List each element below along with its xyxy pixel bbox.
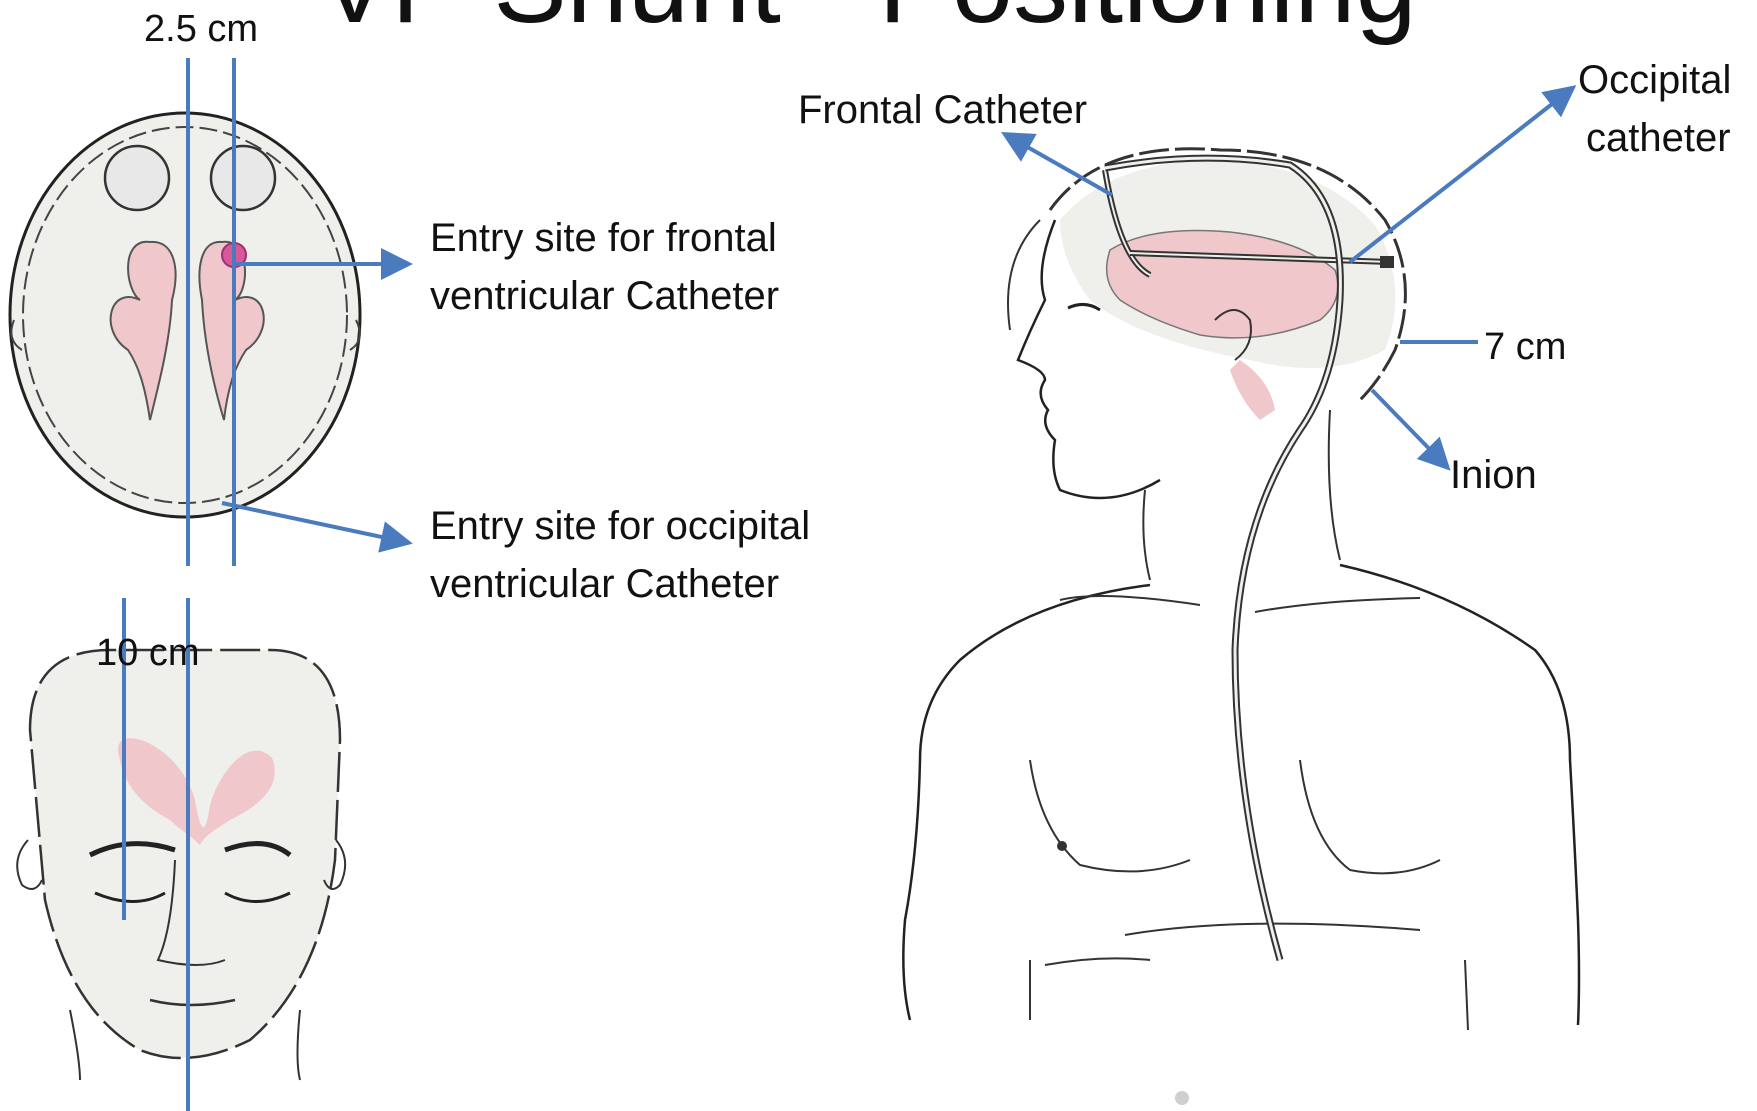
- page-title: VP Shunt - Positioning: [318, 0, 1417, 40]
- arrow-occipital-catheter: [1350, 90, 1570, 262]
- side-view-body: [903, 149, 1579, 1030]
- occipital-catheter-label-line2: catheter: [1586, 118, 1731, 158]
- frontal-entry-label-line1: Entry site for frontal: [430, 218, 777, 258]
- occipital-catheter-label-line1: Occipital: [1578, 60, 1731, 100]
- occipital-entry-label-line1: Entry site for occipital: [430, 506, 810, 546]
- arrow-frontal-catheter: [1008, 136, 1112, 195]
- arrow-inion: [1372, 390, 1445, 465]
- frontal-entry-label-line2: ventricular Catheter: [430, 276, 779, 316]
- distance-7cm-label: 7 cm: [1484, 328, 1566, 366]
- distance-10cm-label: 10 cm: [96, 634, 199, 672]
- occipital-entry-label-line2: ventricular Catheter: [430, 564, 779, 604]
- top-view-skull: [10, 58, 360, 566]
- inion-label: Inion: [1450, 455, 1537, 495]
- distance-2-5cm-label: 2.5 cm: [144, 10, 258, 48]
- front-face: [17, 598, 345, 1111]
- arrow-occipital-entry: [222, 503, 405, 542]
- frontal-catheter-label: Frontal Catheter: [798, 90, 1087, 130]
